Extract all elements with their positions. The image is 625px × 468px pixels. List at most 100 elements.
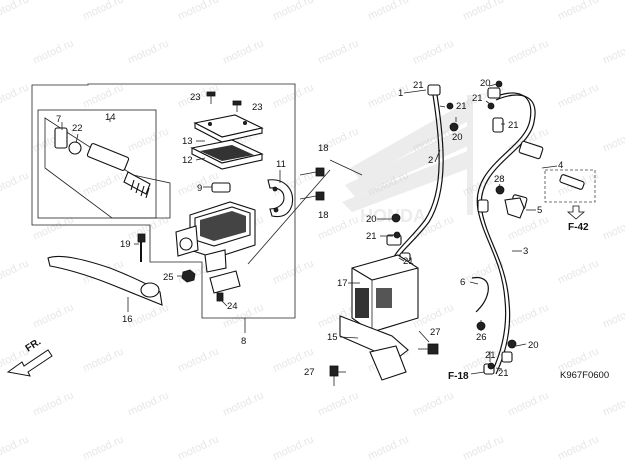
watermark-text: motod.ru <box>31 389 75 418</box>
watermark-text: motod.ru <box>601 389 625 418</box>
watermark-text: motod.ru <box>221 37 265 66</box>
bolt-18 <box>299 167 325 201</box>
watermark-text: motod.ru <box>126 37 170 66</box>
stop-switch <box>203 182 231 193</box>
bracket-24 <box>209 270 241 302</box>
watermark-text: motod.ru <box>556 257 600 286</box>
callout-21d: 21 <box>403 256 414 267</box>
watermark-text: motod.ru <box>81 169 125 198</box>
callout-27a: 27 <box>304 367 315 378</box>
watermark-text: motod.ru <box>271 81 315 110</box>
watermark-text: motod.ru <box>271 257 315 286</box>
callout-2: 2 <box>428 155 433 166</box>
callout-23b: 23 <box>252 102 263 113</box>
watermark-text: motod.ru <box>81 0 125 23</box>
ref-f18: F-18 <box>448 371 469 382</box>
watermark-text: motod.ru <box>506 389 550 418</box>
watermark-text: motod.ru <box>176 0 220 23</box>
watermark-text: motod.ru <box>0 81 31 110</box>
watermark-text: motod.ru <box>411 37 455 66</box>
watermark-text: motod.ru <box>271 433 315 462</box>
watermark-text: motod.ru <box>81 81 125 110</box>
callout-21f: 21 <box>508 120 519 131</box>
watermark-text: motod.ru <box>506 213 550 242</box>
callout-23a: 23 <box>190 92 201 103</box>
callout-21g: 21 <box>485 350 496 361</box>
watermark-text: motod.ru <box>366 0 410 23</box>
reservoir-cap <box>190 114 264 170</box>
callout-13: 13 <box>182 136 193 147</box>
watermark-text: motod.ru <box>126 125 170 154</box>
callout-7: 7 <box>56 114 61 125</box>
watermark-text: motod.ru <box>31 301 75 330</box>
callout-1: 1 <box>398 88 403 99</box>
watermark-text: motod.ru <box>81 345 125 374</box>
callout-21c: 21 <box>366 231 377 242</box>
callout-6: 6 <box>460 277 465 288</box>
ref-box-f42 <box>544 169 596 203</box>
watermark-text: motod.ru <box>366 433 410 462</box>
watermark-text: motod.ru <box>461 0 505 23</box>
callout-3: 3 <box>523 246 528 257</box>
callout-9: 9 <box>197 183 202 194</box>
callout-4: 4 <box>558 160 563 171</box>
watermark-text: motod.ru <box>556 0 600 23</box>
watermark-text: motod.ru <box>411 389 455 418</box>
callout-21e: 21 <box>472 93 483 104</box>
callout-8: 8 <box>241 336 246 347</box>
callout-18b: 18 <box>318 210 329 221</box>
honda-wing-logo: HONDA <box>342 95 473 226</box>
callout-5: 5 <box>537 205 542 216</box>
watermark-text: motod.ru <box>601 37 625 66</box>
callout-26: 26 <box>476 332 487 343</box>
watermark-text: motod.ru <box>221 389 265 418</box>
nut-25 <box>181 269 196 283</box>
watermark-text: motod.ru <box>461 433 505 462</box>
callout-25: 25 <box>163 272 174 283</box>
callout-21a: 21 <box>413 80 424 91</box>
callout-22: 22 <box>72 123 83 134</box>
bracket-5 <box>504 197 525 219</box>
watermark-text: motod.ru <box>126 301 170 330</box>
watermark-text: motod.ru <box>31 37 75 66</box>
brake-lever <box>47 255 163 306</box>
watermark-text: motod.ru <box>81 433 125 462</box>
watermark-text: motod.ru <box>506 37 550 66</box>
watermark-text: motod.ru <box>0 169 31 198</box>
callout-16: 16 <box>122 314 133 325</box>
watermark-text: motod.ru <box>601 213 625 242</box>
watermark-text: motod.ru <box>461 257 505 286</box>
watermark-text: motod.ru <box>176 433 220 462</box>
callout-20d: 20 <box>528 340 539 351</box>
callout-19: 19 <box>120 239 131 250</box>
callout-17: 17 <box>337 278 348 289</box>
callout-21b: 21 <box>456 101 467 112</box>
watermark-text: motod.ru <box>556 433 600 462</box>
callout-21h: 21 <box>498 368 509 379</box>
watermark-text: motod.ru <box>316 389 360 418</box>
callout-18a: 18 <box>318 143 329 154</box>
watermark-text: motod.ru <box>601 301 625 330</box>
master-cylinder-group-box <box>31 83 296 319</box>
callout-24: 24 <box>227 301 238 312</box>
watermark-text: motod.ru <box>0 257 31 286</box>
abs-modulator <box>339 254 419 381</box>
watermark-text: motod.ru <box>366 81 410 110</box>
leader-lines-left <box>61 118 331 333</box>
piston-kit <box>44 117 171 219</box>
leader-lines-right <box>329 83 558 375</box>
diagram-code: K967F0600 <box>560 370 609 381</box>
callout-11: 11 <box>276 159 286 170</box>
holder <box>267 179 294 218</box>
watermark-text: motod.ru <box>0 433 31 462</box>
watermark-text: motod.ru <box>506 301 550 330</box>
callout-27b: 27 <box>430 327 441 338</box>
watermark-text: motod.ru <box>271 0 315 23</box>
watermark-text: motod.ru <box>126 389 170 418</box>
pivot-bolt-19 <box>137 233 146 262</box>
watermark-text: motod.ru <box>176 345 220 374</box>
callout-14: 14 <box>105 112 116 123</box>
watermark-text: motod.ru <box>601 125 625 154</box>
